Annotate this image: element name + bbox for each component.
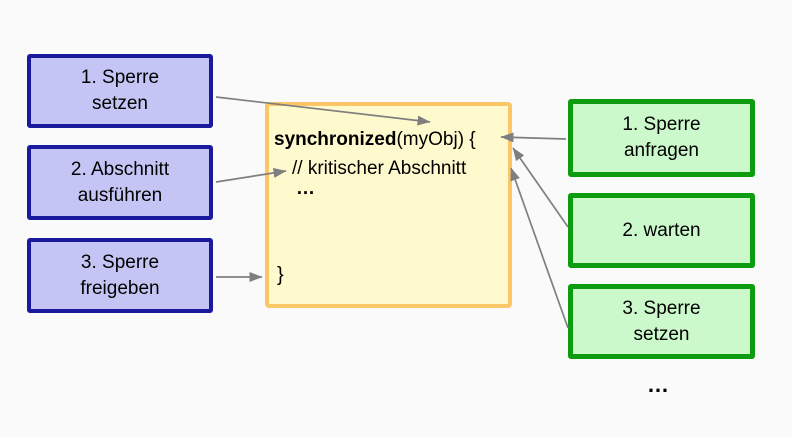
step-label-line: setzen <box>92 93 148 114</box>
right-step-sperre-setzen: 3. Sperre setzen <box>568 284 755 359</box>
code-line-ellipsis: … <box>296 178 315 199</box>
code-line-comment: // kritischer Abschnitt <box>292 158 467 179</box>
left-step-sperre-freigeben: 3. Sperre freigeben <box>27 238 213 313</box>
right-step-sperre-anfragen: 1. Sperre anfragen <box>568 99 755 177</box>
synchronized-code-block: synchronized(myObj) { // kritischer Absc… <box>265 102 512 308</box>
step-label-line: 1. Sperre <box>80 67 160 88</box>
step-label-line: 2. Abschnitt <box>70 158 170 180</box>
keyword-synchronized: synchronized <box>274 129 397 150</box>
arrow-warten-to-code <box>512 147 569 228</box>
code-line1-rest: (myObj) { <box>396 129 476 150</box>
code-line-synchronized: synchronized(myObj) { <box>274 127 476 153</box>
arrow-sperre-setzen-right-to-code <box>510 167 569 329</box>
left-step-sperre-setzen: 1. Sperre setzen <box>27 54 213 128</box>
step-label-line: 2. warten <box>622 219 701 241</box>
code-line-closing-brace: } <box>277 264 284 286</box>
step-label-line: anfragen <box>623 140 699 161</box>
step-label-line: 3. Sperre <box>80 251 160 273</box>
step-label-line: setzen <box>633 323 690 345</box>
left-step-abschnitt-ausfuehren: 2. Abschnitt ausführen <box>27 145 213 220</box>
right-steps-continuation-ellipsis: … <box>647 372 669 397</box>
step-label-line: ausführen <box>77 184 163 206</box>
step-label-line: 3. Sperre <box>622 297 701 319</box>
right-step-warten: 2. warten <box>568 193 755 268</box>
step-label-line: 1. Sperre <box>622 114 701 135</box>
step-label-line: freigeben <box>80 277 160 299</box>
